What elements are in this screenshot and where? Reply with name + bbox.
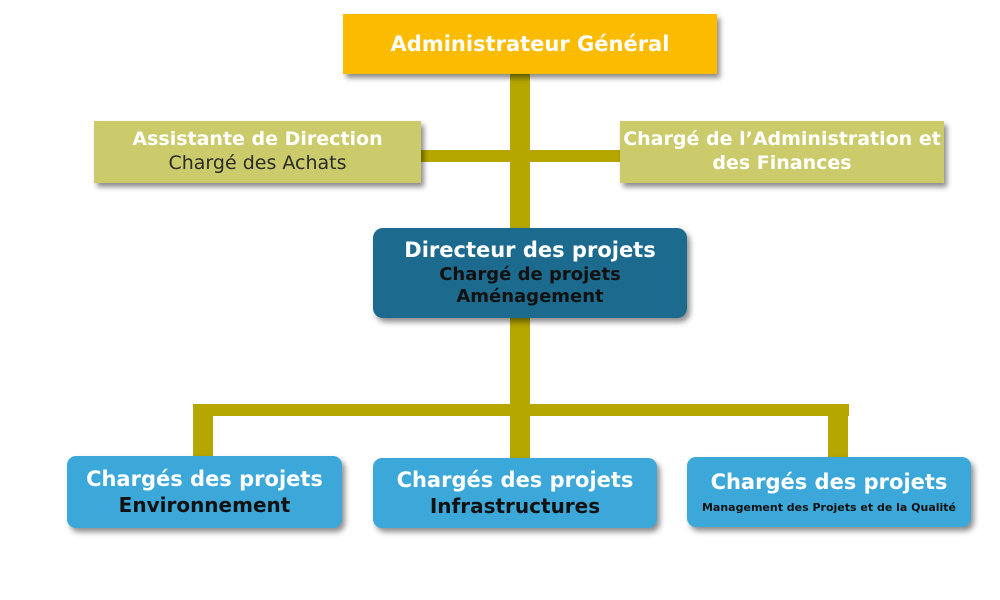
connector-team-right bbox=[828, 404, 848, 458]
node-administrateur-general-label: Administrateur Général bbox=[390, 31, 670, 56]
connector-team-center bbox=[510, 404, 530, 458]
node-team-environnement-line2: Environnement bbox=[118, 492, 291, 517]
node-team-management-qualite-line1: Chargés des projets bbox=[710, 470, 948, 494]
connector-staff-left bbox=[421, 150, 510, 162]
node-team-environnement: Chargés des projets Environnement bbox=[67, 456, 342, 528]
connector-team-left bbox=[193, 404, 213, 458]
node-administration-finances: Chargé de l’Administration et des Financ… bbox=[620, 121, 944, 183]
node-team-infrastructures-line2: Infrastructures bbox=[429, 493, 601, 518]
node-directeur-projets-line2: Chargé de projets bbox=[439, 263, 621, 285]
node-team-infrastructures-line1: Chargés des projets bbox=[396, 468, 634, 493]
node-assistante-direction: Assistante de Direction Chargé des Achat… bbox=[94, 121, 421, 183]
connector-main-vertical bbox=[510, 74, 530, 232]
node-directeur-projets-line3: Aménagement bbox=[456, 286, 604, 308]
node-directeur-projets-line1: Directeur des projets bbox=[404, 238, 656, 263]
node-assistante-direction-line2: Chargé des Achats bbox=[168, 152, 347, 174]
node-team-management-qualite-line2: Management des Projets et de la Qualité bbox=[701, 501, 957, 515]
connector-director-down bbox=[510, 318, 530, 406]
node-administrateur-general: Administrateur Général bbox=[343, 14, 717, 74]
node-administration-finances-line1: Chargé de l’Administration et bbox=[623, 128, 941, 151]
connector-staff-right bbox=[530, 150, 620, 162]
node-assistante-direction-line1: Assistante de Direction bbox=[132, 128, 383, 151]
node-administration-finances-line2: des Finances bbox=[712, 152, 852, 174]
node-team-management-qualite: Chargés des projets Management des Proje… bbox=[687, 457, 971, 527]
node-directeur-projets: Directeur des projets Chargé de projets … bbox=[373, 228, 687, 318]
node-team-infrastructures: Chargés des projets Infrastructures bbox=[373, 458, 657, 528]
node-team-environnement-line1: Chargés des projets bbox=[86, 467, 323, 492]
